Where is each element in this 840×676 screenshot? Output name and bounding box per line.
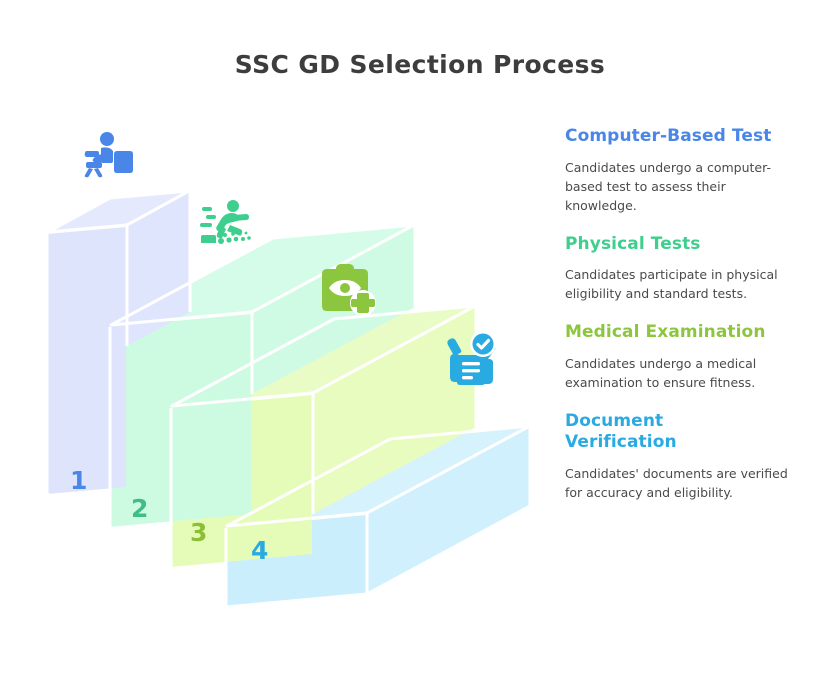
step-1-front-face [47, 227, 126, 494]
check-badge-icon [472, 333, 494, 355]
legend-heading-3: Medical Examination [565, 322, 766, 343]
step-number-4: 4 [251, 536, 269, 565]
legend-body-3: Candidates undergo a medical examination… [565, 356, 757, 391]
step-2-front-face [110, 314, 251, 527]
legend-heading-1: Computer-Based Test [565, 126, 772, 146]
step-number-3: 3 [190, 518, 208, 547]
legend-heading-4: Document Verification [565, 411, 677, 452]
clipboard-eye-medical-icon [320, 264, 376, 316]
page-title: SSC GD Selection Process [234, 50, 606, 79]
step-4-side-face [367, 427, 530, 593]
step-number-1: 1 [70, 466, 88, 495]
step-1-top-face [48, 191, 189, 232]
legend-body-4: Candidates' documents are verified for a… [565, 465, 788, 500]
legend-item-4: Document Verification Candidates' docume… [565, 411, 823, 501]
hands-document-check-icon [445, 333, 501, 387]
legend-body-1: Candidates undergo a computer-based test… [565, 159, 771, 213]
step-3-side-face [313, 307, 476, 514]
legend-heading-2: Physical Tests [565, 233, 701, 254]
legend-item-1: Computer-Based Test Candidates undergo a… [565, 126, 823, 215]
legend-item-3: Medical Examination Candidates undergo a… [565, 322, 823, 392]
steps-legend: Computer-Based Test Candidates undergo a… [565, 126, 823, 521]
step-number-2: 2 [131, 494, 149, 523]
legend-item-2: Physical Tests Candidates participate in… [565, 234, 823, 304]
isometric-staircase: 1 2 3 4 [45, 131, 532, 609]
legend-body-2: Candidates participate in physical eligi… [565, 267, 778, 302]
staircase-seams [45, 189, 532, 609]
staircase-svg [45, 189, 532, 609]
person-at-computer-icon [82, 131, 136, 179]
running-person-icon [200, 199, 254, 247]
